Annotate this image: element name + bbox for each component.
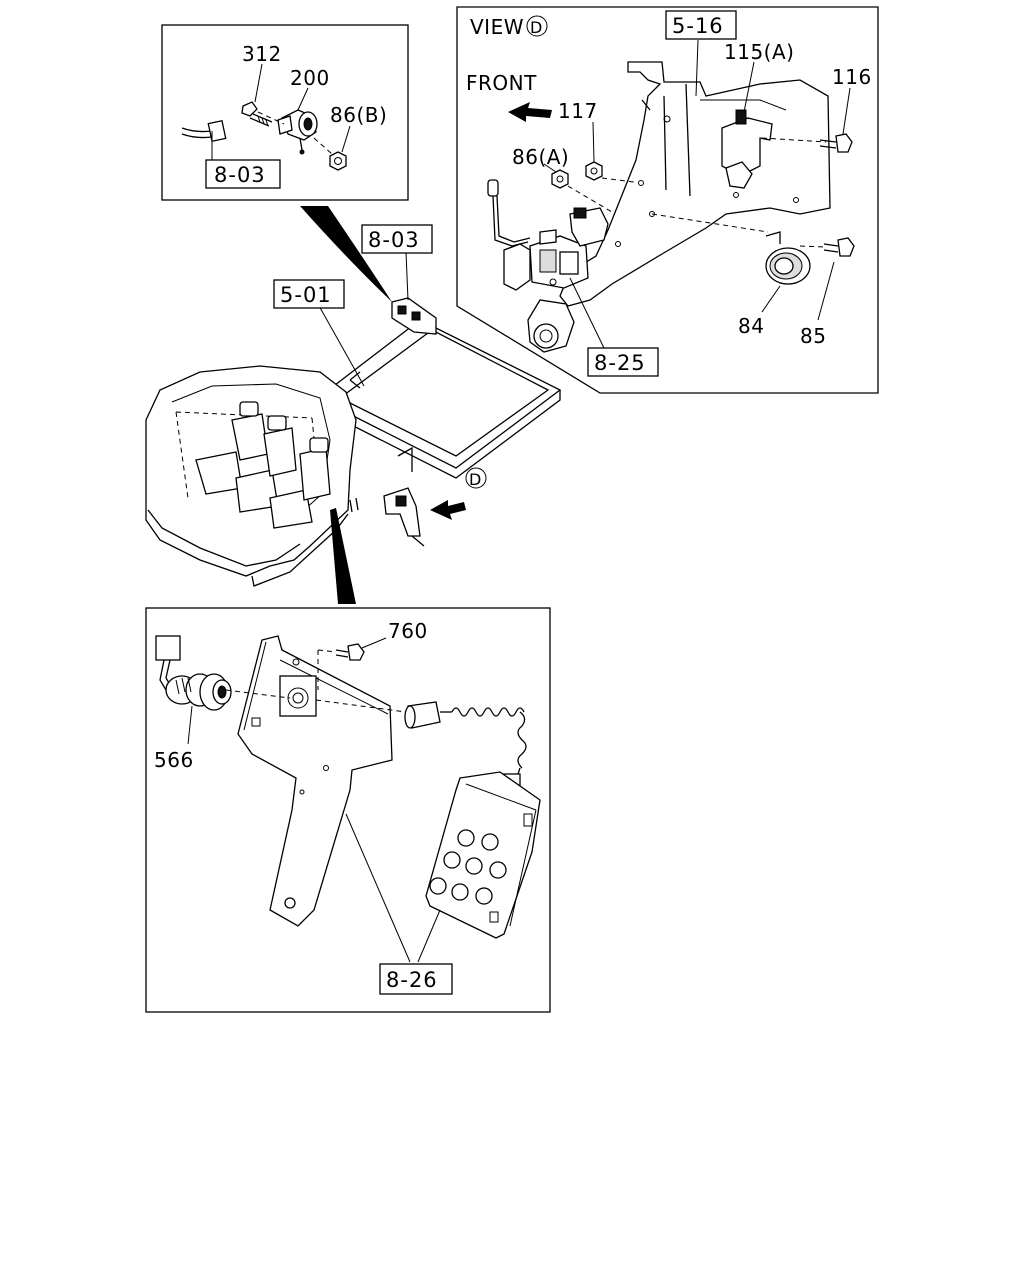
bolt-85-icon — [823, 237, 855, 257]
label-760: 760 — [388, 619, 428, 643]
bolt-116-icon — [819, 133, 853, 153]
view-d-marker: D — [469, 470, 482, 489]
bolt-760-icon — [335, 643, 365, 661]
ref-8-03-detail: 8-03 — [214, 163, 266, 187]
ref-8-25: 8-25 — [594, 351, 646, 375]
buzzer-84-icon — [765, 231, 811, 285]
connector-566-icon — [155, 635, 232, 711]
callout-pointer-bottom — [330, 508, 356, 604]
ref-8-03-truck: 8-03 — [368, 228, 420, 252]
label-85: 85 — [800, 324, 826, 348]
switch-assembly-icon — [487, 179, 609, 291]
label-312: 312 — [242, 42, 282, 66]
detail-box-bottom: 760 566 8-26 — [145, 607, 551, 1013]
nut-117-icon — [585, 161, 603, 181]
nut-86a-icon — [551, 169, 569, 189]
label-116: 116 — [832, 65, 872, 89]
front-arrow-icon — [508, 102, 552, 122]
view-d-letter: D — [530, 18, 543, 37]
view-d-arrow-icon — [430, 500, 466, 520]
truck-illustration: D 8-03 5-01 — [145, 224, 562, 587]
detail-box-top-left: 312 200 86(B) 8-03 — [161, 24, 409, 201]
label-86a: 86(A) — [512, 145, 569, 169]
view-d-box: VIEW D FRONT — [456, 6, 879, 394]
label-566: 566 — [154, 748, 194, 772]
view-d-title: VIEW — [470, 15, 524, 39]
cab-seats-icon — [195, 401, 331, 529]
ref-8-26: 8-26 — [386, 968, 438, 992]
label-200: 200 — [290, 66, 330, 90]
label-86b: 86(B) — [330, 103, 387, 127]
label-84: 84 — [738, 314, 764, 338]
front-label: FRONT — [466, 71, 537, 95]
label-115a: 115(A) — [724, 40, 794, 64]
ref-5-01: 5-01 — [280, 283, 332, 307]
bolt-312-icon — [241, 101, 273, 127]
label-117: 117 — [558, 99, 598, 123]
callout-pointer-top — [300, 206, 392, 302]
nut-86b-icon — [329, 151, 347, 171]
sensor-200-icon — [277, 109, 318, 155]
pendant-cord-icon — [404, 701, 527, 787]
relay-115a-icon — [721, 109, 773, 189]
ref-5-16: 5-16 — [672, 14, 724, 38]
pendant-control-icon — [425, 771, 541, 939]
